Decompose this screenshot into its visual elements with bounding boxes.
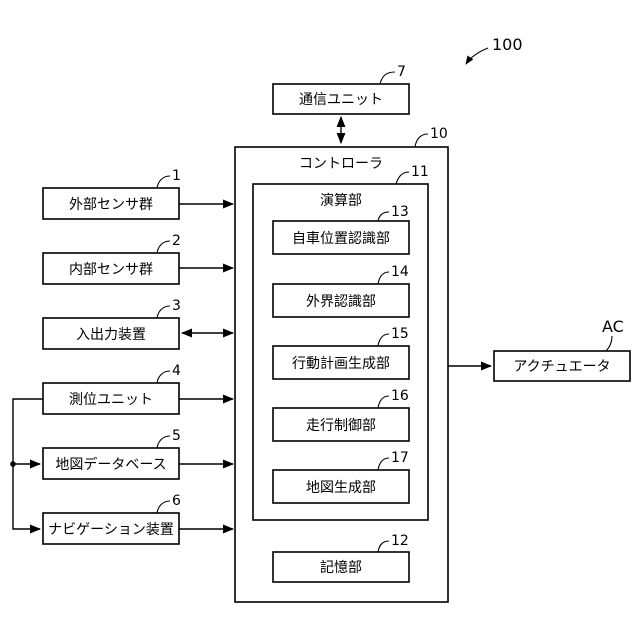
module-ref-15: 15 — [391, 326, 409, 342]
actuator-leader — [606, 336, 612, 351]
input-label-6: ナビゲーション装置 — [48, 522, 174, 538]
input-leader-6 — [157, 501, 170, 513]
module-label-13: 自車位置認識部 — [292, 230, 390, 247]
input-label-5: 地図データベース — [55, 456, 166, 473]
communication-unit-label: 通信ユニット — [299, 92, 383, 108]
module-ref-16: 16 — [391, 388, 409, 404]
input-ref-3: 3 — [172, 298, 181, 314]
controller-label: コントローラ — [299, 156, 383, 172]
junction-dot — [10, 461, 16, 467]
input-leader-4 — [157, 371, 170, 383]
input-ref-5: 5 — [172, 428, 181, 444]
input-ref-6: 6 — [172, 493, 181, 509]
module-ref-13: 13 — [391, 204, 409, 220]
communication-unit-ref: 7 — [397, 64, 406, 80]
module-label-15: 行動計画生成部 — [292, 356, 390, 372]
module-ref-14: 14 — [391, 264, 409, 280]
input-ref-2: 2 — [172, 233, 181, 249]
input-leader-3 — [157, 306, 170, 318]
arithmetic-unit-label: 演算部 — [320, 193, 362, 209]
input-leader-5 — [157, 436, 170, 448]
input-label-1: 外部センサ群 — [69, 197, 153, 213]
controller-ref: 10 — [430, 126, 448, 142]
controller-leader — [415, 134, 428, 147]
input-leader-2 — [157, 241, 170, 253]
storage-unit-ref: 12 — [391, 533, 409, 549]
module-label-16: 走行制御部 — [306, 418, 376, 434]
module-label-17: 地図生成部 — [306, 480, 376, 496]
input-label-2: 内部センサ群 — [69, 262, 153, 278]
actuator-ref: AC — [602, 317, 624, 336]
input-leader-1 — [157, 176, 170, 188]
input-ref-1: 1 — [172, 168, 181, 184]
input-label-3: 入出力装置 — [76, 327, 146, 343]
arithmetic-unit-ref: 11 — [411, 164, 429, 180]
communication-unit-leader — [380, 72, 395, 84]
figure-ref-arrow — [466, 48, 488, 64]
module-ref-17: 17 — [391, 450, 409, 466]
input-ref-4: 4 — [172, 363, 181, 379]
actuator-label: アクチュエータ — [513, 359, 610, 375]
storage-unit-label: 記憶部 — [320, 559, 362, 576]
input-label-4: 測位ユニット — [69, 392, 153, 408]
module-label-14: 外界認識部 — [306, 294, 376, 310]
figure-ref-label: 100 — [492, 35, 523, 54]
